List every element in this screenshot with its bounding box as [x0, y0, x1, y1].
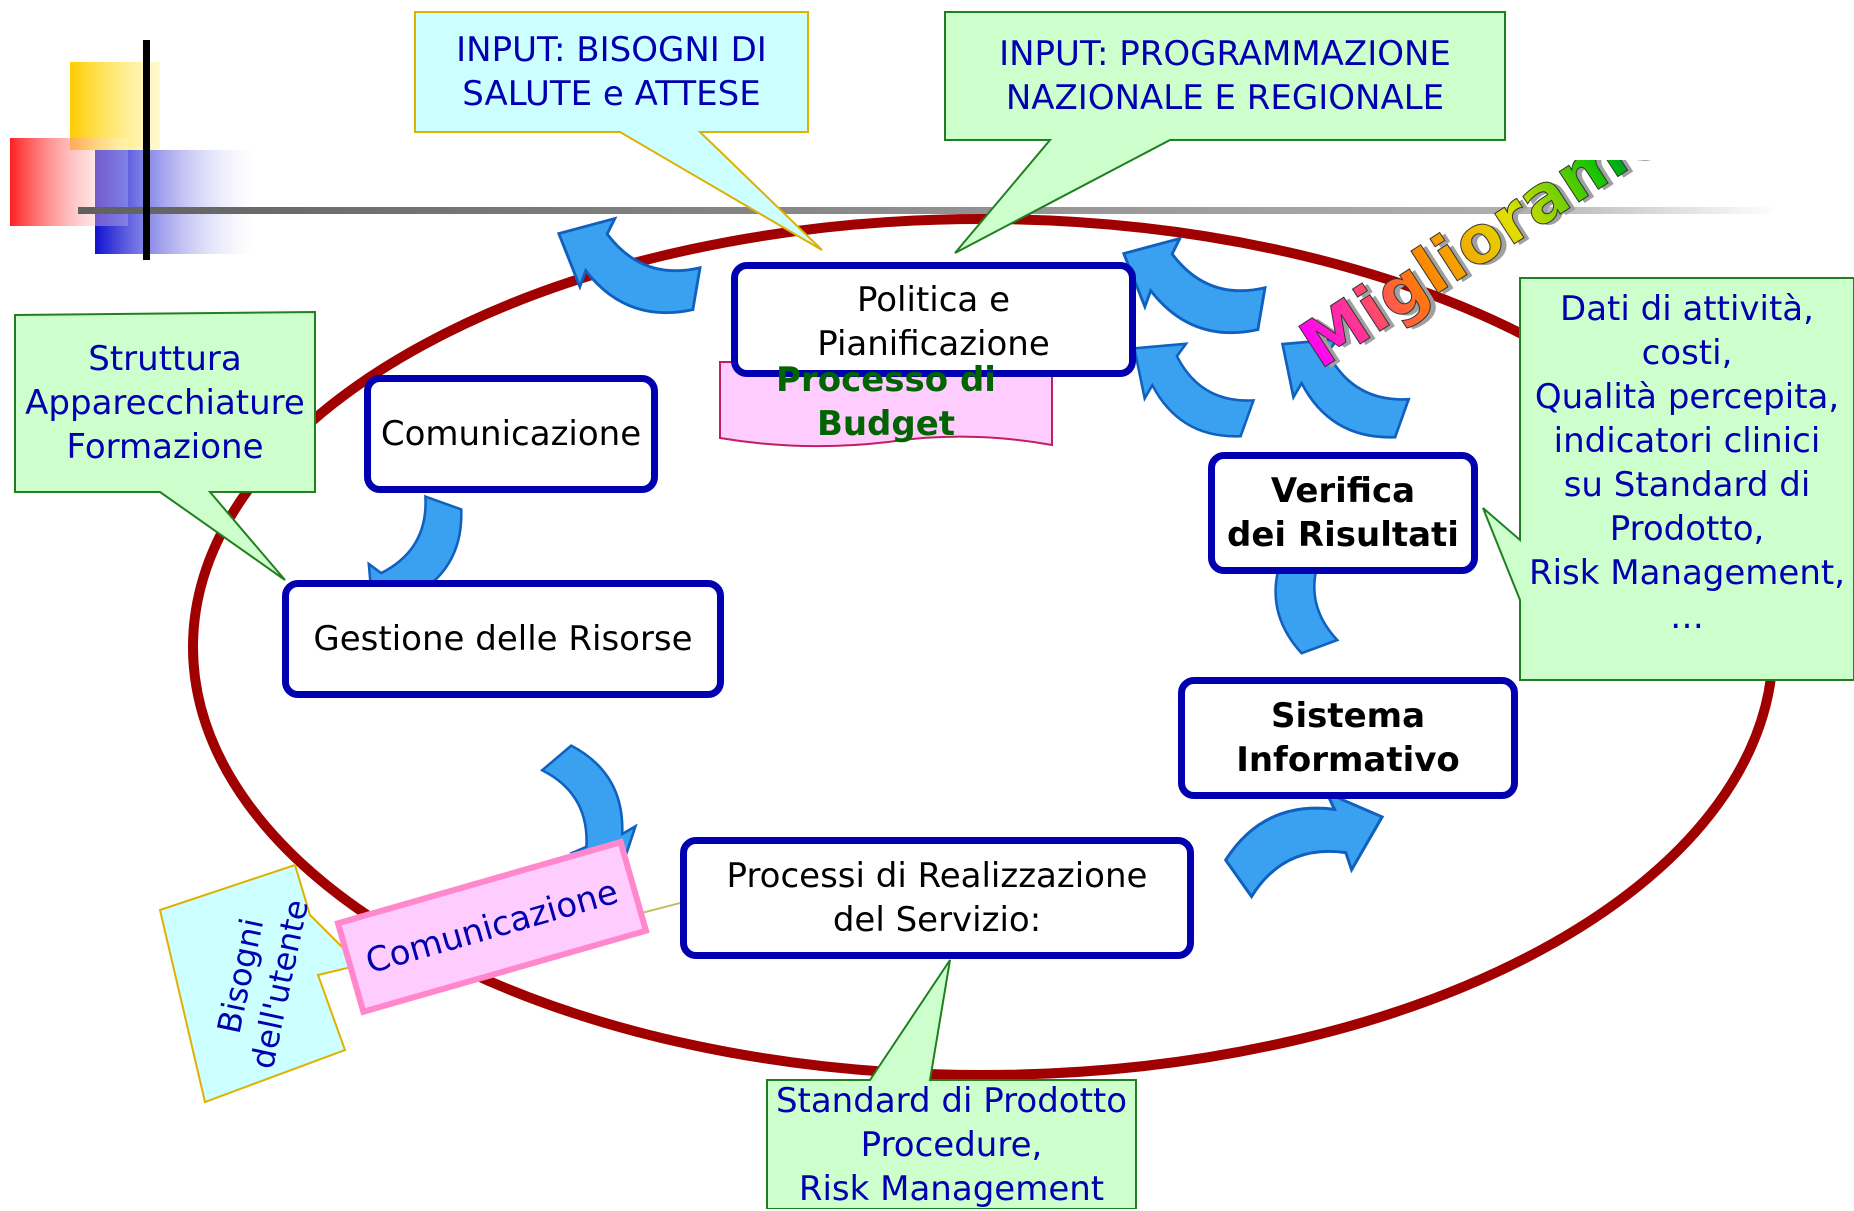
- callout-input-bisogni-shape: [414, 11, 823, 251]
- header-decoration: [10, 40, 1778, 260]
- callout-standard-text: Standard di Prodotto Procedure, Risk Man…: [775, 1080, 1128, 1209]
- process-realizzazione-servizio: Processi di Realizzazione del Servizio:: [680, 837, 1194, 959]
- process-sistema-informativo: Sistema Informativo: [1178, 677, 1518, 799]
- callout-bisogni-utente-shape: [158, 863, 362, 1104]
- callout-input-bisogni-text: INPUT: BISOGNI DI SALUTE e ATTESE: [456, 30, 767, 114]
- callout-dati-text: Dati di attività, costi, Qualità percepi…: [1528, 289, 1846, 637]
- budget-banner-label: Processo di Budget: [776, 360, 996, 444]
- process-verifica-risultati: Verifica dei Risultati: [1208, 452, 1478, 574]
- budget-banner-shape: [719, 361, 1053, 448]
- arrow-politica-to-comunicazione-icon: [542, 200, 715, 329]
- callout-input-programmazione-text: INPUT: PROGRAMMAZIONE NAZIONALE E REGION…: [999, 34, 1451, 118]
- callout-dati-shape: [1482, 277, 1854, 681]
- process-politica-pianificazione: Politica e Pianificazione: [731, 262, 1136, 377]
- miglioramento-wordart: Miglioramento Miglioramento: [1290, 160, 1690, 385]
- callout-struttura-shape: [14, 310, 316, 581]
- callout-struttura-text: Struttura Apparecchiature Formazione: [25, 339, 305, 467]
- arrow-verifica-up-left-icon: [1113, 321, 1269, 452]
- callout-input-programmazione-shape: [944, 11, 1506, 254]
- callout-standard-shape: [766, 959, 1137, 1209]
- process-gestione-risorse: Gestione delle Risorse: [282, 580, 724, 698]
- process-comunicazione: Comunicazione: [364, 375, 658, 493]
